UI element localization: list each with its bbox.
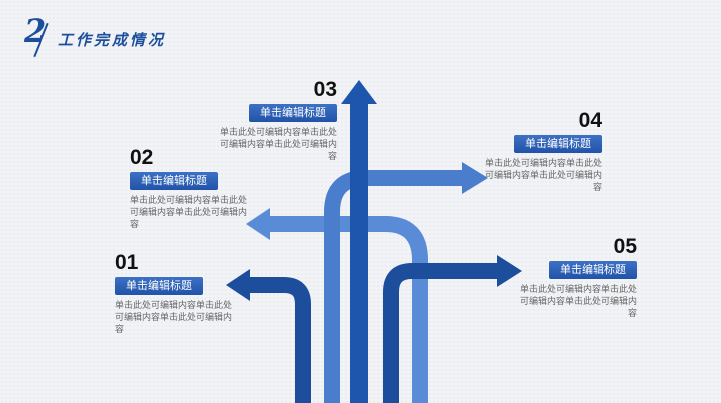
arrow-04-head [462,162,488,194]
item-number: 03 [313,78,337,101]
item-number: 01 [115,251,139,274]
item-title[interactable]: 单击编辑标题 [130,172,218,190]
item-description[interactable]: 单击此处可编辑内容单击此处可编辑内容单击此处可编辑内容 [130,196,248,230]
item-description[interactable]: 单击此处可编辑内容单击此处可编辑内容单击此处可编辑内容 [519,285,637,319]
section-title: 工作完成情况 [58,31,167,49]
arrow-05 [383,263,500,403]
item-04: 04 单击编辑标题 单击此处可编辑内容单击此处可编辑内容单击此处可编辑内容 [462,110,602,194]
item-description[interactable]: 单击此处可编辑内容单击此处可编辑内容单击此处可编辑内容 [115,301,233,335]
item-01: 01 单击编辑标题 单击此处可编辑内容单击此处可编辑内容单击此处可编辑内容 [115,252,255,336]
arrow-02-head [246,208,270,240]
item-number: 02 [130,146,154,169]
arrow-05-head [497,255,522,287]
item-03: 03 单击编辑标题 单击此处可编辑内容单击此处可编辑内容单击此处可编辑内容 [197,79,337,163]
arrow-01 [247,277,311,403]
item-title[interactable]: 单击编辑标题 [249,104,337,122]
item-title[interactable]: 单击编辑标题 [549,261,637,279]
item-title[interactable]: 单击编辑标题 [514,135,602,153]
arrow-01-head [226,269,250,301]
item-02: 02 单击编辑标题 单击此处可编辑内容单击此处可编辑内容单击此处可编辑内容 [130,147,270,231]
item-description[interactable]: 单击此处可编辑内容单击此处可编辑内容单击此处可编辑内容 [484,159,602,193]
item-number: 04 [578,109,602,132]
arrow-02 [265,216,428,403]
arrow-03-head [341,80,377,104]
item-description[interactable]: 单击此处可编辑内容单击此处可编辑内容单击此处可编辑内容 [219,128,337,162]
item-05: 05 单击编辑标题 单击此处可编辑内容单击此处可编辑内容单击此处可编辑内容 [497,236,637,320]
item-title[interactable]: 单击编辑标题 [115,277,203,295]
item-number: 05 [613,235,637,258]
